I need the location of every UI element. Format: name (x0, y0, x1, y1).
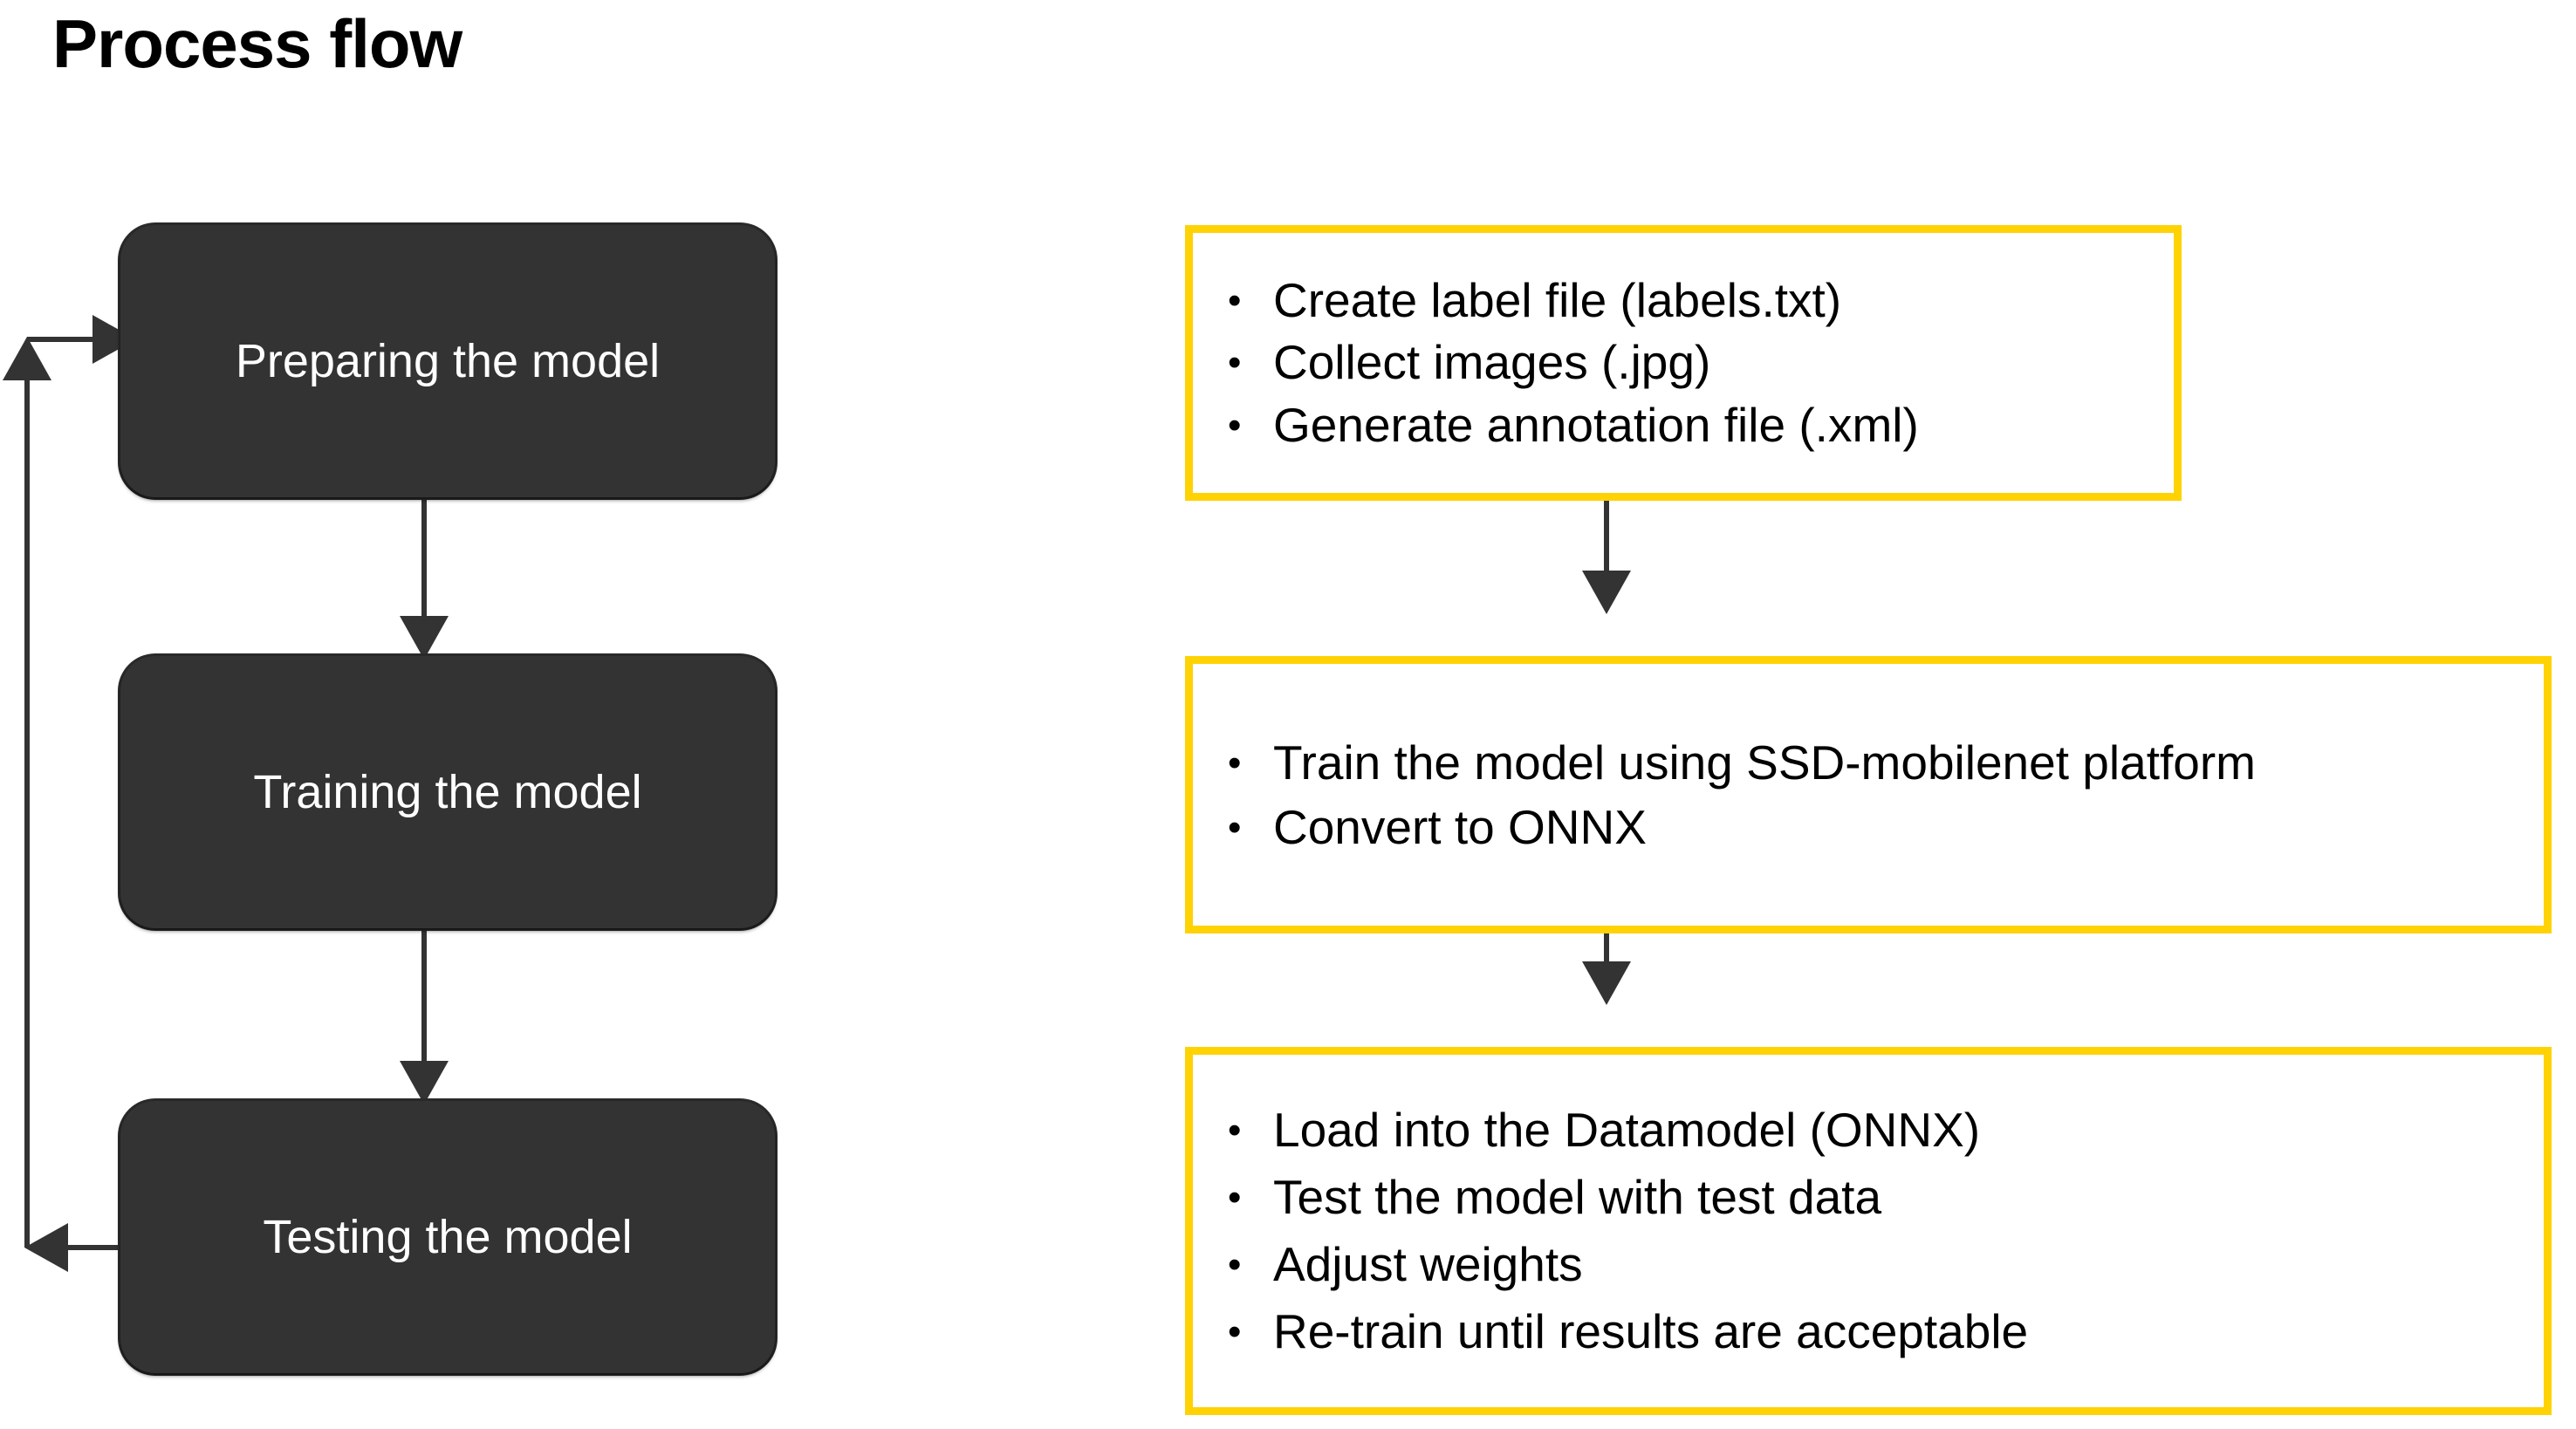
connector-test-feedback-to-prepare (3, 315, 136, 1272)
bullet-list: • Train the model using SSD-mobilenet pl… (1193, 730, 2544, 860)
process-step-preparing-the-model[interactable]: Preparing the model (120, 225, 775, 497)
list-item: • Adjust weights (1209, 1231, 2544, 1298)
connector-prepare-to-train (400, 499, 449, 660)
list-item: • Collect images (.jpg) (1209, 332, 2174, 394)
connector-detail1-to-detail2 (1582, 501, 1631, 614)
list-item-label: Test the model with test data (1273, 1170, 1882, 1224)
process-step-training-the-model[interactable]: Training the model (120, 656, 775, 928)
bullet-list: • Load into the Datamodel (ONNX) • Test … (1193, 1097, 2544, 1365)
bullet-dot-icon: • (1228, 341, 1242, 385)
process-step-label: Training the model (253, 765, 642, 818)
bullet-dot-icon: • (1228, 1176, 1242, 1219)
connector-detail2-to-detail3 (1582, 933, 1631, 1005)
bullet-dot-icon: • (1228, 806, 1242, 849)
list-item-label: Create label file (labels.txt) (1273, 272, 1842, 327)
page-title: Process flow (52, 5, 462, 82)
detail-box-training: • Train the model using SSD-mobilenet pl… (1185, 656, 2552, 933)
list-item-label: Re-train until results are acceptable (1273, 1304, 2029, 1358)
detail-box-preparing: • Create label file (labels.txt) • Colle… (1185, 225, 2182, 501)
list-item-label: Adjust weights (1273, 1237, 1583, 1291)
list-item: • Create label file (labels.txt) (1209, 270, 2174, 332)
bullet-dot-icon: • (1228, 741, 1242, 784)
bullet-dot-icon: • (1228, 278, 1242, 322)
list-item: • Generate annotation file (.xml) (1209, 394, 2174, 457)
list-item-label: Generate annotation file (.xml) (1273, 397, 1919, 452)
process-step-label: Testing the model (263, 1210, 633, 1263)
list-item: • Re-train until results are acceptable (1209, 1298, 2544, 1365)
bullet-dot-icon: • (1228, 1109, 1242, 1152)
list-item: • Train the model using SSD-mobilenet pl… (1209, 730, 2544, 795)
bullet-dot-icon: • (1228, 1310, 1242, 1353)
connector-train-to-test (400, 930, 449, 1104)
process-step-label: Preparing the model (235, 334, 661, 387)
bullet-dot-icon: • (1228, 403, 1242, 447)
list-item-label: Train the model using SSD-mobilenet plat… (1273, 735, 2256, 790)
list-item: • Test the model with test data (1209, 1164, 2544, 1231)
bullet-dot-icon: • (1228, 1243, 1242, 1286)
list-item-label: Convert to ONNX (1273, 800, 1647, 854)
process-step-testing-the-model[interactable]: Testing the model (120, 1101, 775, 1373)
bullet-list: • Create label file (labels.txt) • Colle… (1193, 270, 2174, 457)
list-item-label: Collect images (.jpg) (1273, 335, 1711, 390)
detail-box-testing: • Load into the Datamodel (ONNX) • Test … (1185, 1047, 2552, 1415)
list-item: • Load into the Datamodel (ONNX) (1209, 1097, 2544, 1164)
list-item-label: Load into the Datamodel (ONNX) (1273, 1103, 1981, 1157)
list-item: • Convert to ONNX (1209, 795, 2544, 859)
